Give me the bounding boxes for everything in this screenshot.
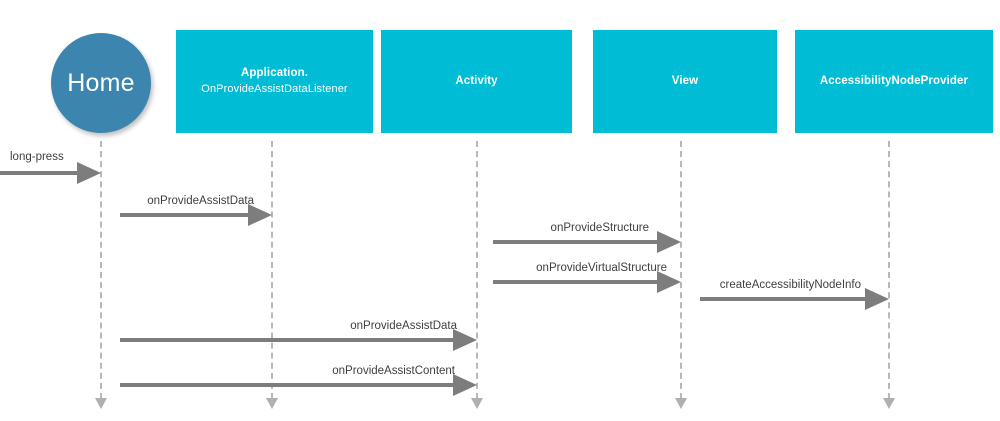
participant-application-subtitle: OnProvideAssistDataListener xyxy=(201,82,348,95)
participant-accessibilitynodeprovider-label: AccessibilityNodeProvider xyxy=(814,74,974,90)
participant-application-title: Application. xyxy=(240,67,308,80)
actor-home-label: Home xyxy=(67,68,135,97)
participant-accessibilitynodeprovider[interactable]: AccessibilityNodeProvider xyxy=(795,30,993,133)
lifeline-end-arrow-home xyxy=(95,398,107,409)
message-onprovideassistcontent-line xyxy=(120,383,454,387)
message-onprovideassistdata-activity-line xyxy=(120,338,454,342)
message-createaccessibilitynodeinfo-arrowhead xyxy=(865,288,889,310)
participant-activity-label: Activity xyxy=(449,74,503,90)
participant-activity[interactable]: Activity xyxy=(381,30,572,133)
message-onprovidevirtualstructure-label: onProvideVirtualStructure xyxy=(536,262,667,274)
lifeline-application xyxy=(271,141,273,399)
participant-view-label: View xyxy=(666,74,704,90)
message-onprovidestructure-line xyxy=(493,240,658,244)
participant-accessibilitynodeprovider-title: AccessibilityNodeProvider xyxy=(819,74,969,87)
message-onprovideassistcontent-arrowhead xyxy=(453,374,477,396)
participant-application-label: Application. OnProvideAssistDataListener xyxy=(195,66,353,96)
lifeline-end-arrow-application xyxy=(266,398,278,409)
message-onprovidevirtualstructure-arrowhead xyxy=(657,271,681,293)
message-onprovidestructure-arrowhead xyxy=(657,231,681,253)
message-onprovidevirtualstructure-line xyxy=(493,280,658,284)
message-onprovideassistdata-application-arrowhead xyxy=(248,204,272,226)
participant-activity-title: Activity xyxy=(455,74,498,87)
lifeline-activity xyxy=(476,141,478,399)
message-onprovideassistcontent-label: onProvideAssistContent xyxy=(332,365,455,377)
participant-view[interactable]: View xyxy=(593,30,777,133)
message-long-press-label: long-press xyxy=(10,151,64,163)
message-onprovidestructure-label: onProvideStructure xyxy=(550,222,649,234)
participant-application[interactable]: Application. OnProvideAssistDataListener xyxy=(176,30,373,133)
message-onprovideassistdata-application-label: onProvideAssistData xyxy=(147,195,254,207)
participant-view-title: View xyxy=(671,74,699,87)
message-createaccessibilitynodeinfo-line xyxy=(700,297,866,301)
lifeline-end-arrow-activity xyxy=(471,398,483,409)
message-onprovideassistdata-activity-label: onProvideAssistData xyxy=(350,320,457,332)
actor-home[interactable]: Home xyxy=(51,33,151,133)
message-onprovideassistdata-application-line xyxy=(120,213,249,217)
message-createaccessibilitynodeinfo-label: createAccessibilityNodeInfo xyxy=(719,279,861,291)
lifeline-accessibilitynodeprovider xyxy=(888,141,890,399)
message-onprovideassistdata-activity-arrowhead xyxy=(453,329,477,351)
message-long-press-arrowhead xyxy=(77,162,101,184)
lifeline-home xyxy=(100,141,102,399)
lifeline-view xyxy=(680,141,682,399)
message-long-press-line xyxy=(0,171,78,175)
lifeline-end-arrow-view xyxy=(675,398,687,409)
lifeline-end-arrow-accessibilitynodeprovider xyxy=(883,398,895,409)
